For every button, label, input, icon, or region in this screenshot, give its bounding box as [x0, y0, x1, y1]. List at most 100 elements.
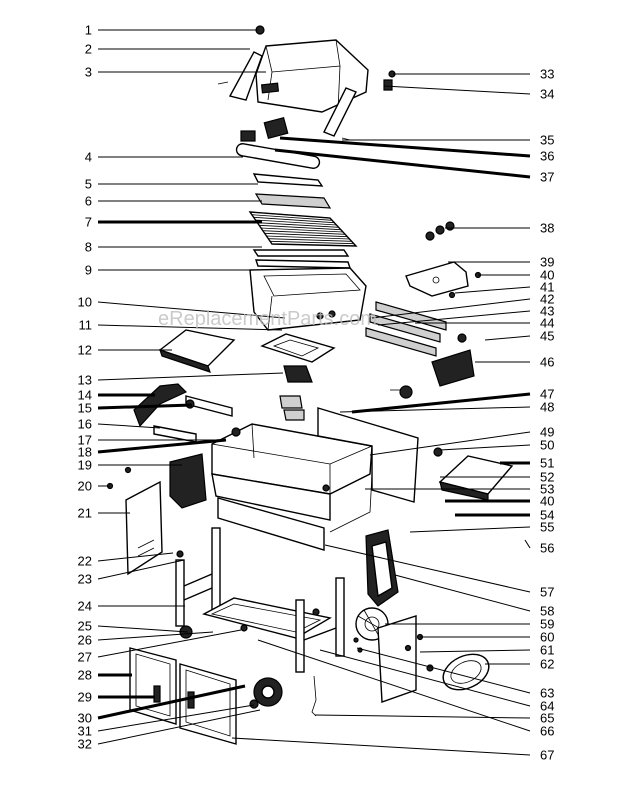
callout-leader-47	[339, 406, 531, 413]
bracket-assembly	[240, 116, 289, 142]
callout-number-62: 62	[540, 657, 554, 672]
callout-number-67: 67	[540, 748, 554, 763]
callout-number-46: 47	[540, 387, 554, 402]
callout-number-29: 30	[78, 711, 92, 726]
callout-number-61: 61	[540, 643, 554, 658]
callout-leader-35	[279, 136, 531, 158]
front-panel	[217, 497, 325, 551]
callout-leader-56	[524, 539, 531, 549]
callout-leader-49	[439, 444, 531, 451]
callout-number-58: 58	[540, 604, 554, 619]
callout-number-5: 6	[85, 194, 92, 209]
callout-number-28: 29	[78, 690, 92, 705]
callout-number-54: 54	[540, 508, 554, 523]
callout-leader-10	[97, 324, 283, 331]
callout-number-19: 20	[78, 479, 92, 494]
callout-number-43: 44	[540, 316, 554, 331]
callout-number-65: 65	[540, 711, 554, 726]
callout-number-50: 51	[540, 456, 554, 471]
callout-leader-9	[97, 301, 286, 319]
callout-number-7: 8	[85, 240, 92, 255]
callout-number-17: 18	[78, 445, 92, 460]
callout-number-60: 60	[540, 630, 554, 645]
callout-number-10: 11	[79, 318, 93, 333]
callout-leader-26	[97, 629, 242, 658]
callout-number-27: 28	[78, 668, 92, 683]
callout-number-6: 7	[85, 215, 92, 230]
callout-number-18: 19	[78, 458, 92, 473]
callout-number-14: 15	[78, 401, 92, 416]
callout-number-47: 48	[540, 400, 554, 415]
callout-leader-15	[97, 423, 161, 429]
cooking-grate	[248, 211, 358, 247]
callout-leader-17	[97, 438, 227, 454]
leg-frame	[175, 527, 221, 639]
callout-number-4: 5	[85, 177, 92, 192]
callout-number-13: 14	[78, 388, 92, 403]
callout-leader-36	[274, 148, 531, 179]
callout-number-37: 38	[540, 221, 554, 236]
igniter-wire	[311, 675, 317, 717]
callout-number-64: 64	[540, 699, 554, 714]
callout-number-22: 23	[78, 572, 92, 587]
callout-number-35: 36	[540, 149, 554, 164]
callout-leader-67	[231, 737, 531, 756]
callout-number-21: 22	[78, 554, 92, 569]
callout-number-66: 66	[540, 724, 554, 739]
callout-number-41: 42	[540, 292, 554, 307]
callout-number-23: 24	[78, 599, 92, 614]
callout-number-51: 52	[540, 470, 554, 485]
handle-assemblies	[133, 383, 233, 443]
callout-number-52: 53	[540, 482, 554, 497]
callout-number-42: 43	[540, 304, 554, 319]
callout-number-11: 12	[78, 343, 92, 358]
callout-leader-55	[409, 526, 531, 533]
callout-leader-66	[257, 639, 531, 732]
right-leg-frame	[295, 577, 345, 673]
callout-number-53: 40	[540, 494, 554, 509]
callout-number-55: 55	[540, 520, 554, 535]
callout-number-34: 35	[540, 133, 554, 148]
callout-number-56: 56	[540, 541, 554, 556]
callout-leader-40	[454, 286, 531, 294]
callout-leader-22	[97, 559, 185, 580]
cart-frame	[211, 423, 373, 533]
warming-rack	[252, 173, 332, 209]
callout-labels: 1234567891011121314151617181920212223242…	[78, 23, 555, 763]
callout-leader-25	[97, 631, 214, 641]
callout-leader-65	[314, 714, 531, 719]
callout-number-39: 40	[540, 268, 554, 283]
cookbox	[249, 267, 367, 331]
callout-number-15: 16	[78, 417, 92, 432]
callout-leader-33	[383, 85, 531, 95]
watermark: eReplacementParts.com	[158, 308, 377, 330]
callout-number-44: 45	[540, 329, 554, 344]
callout-leader-24	[97, 625, 189, 633]
callout-leader-30	[97, 704, 255, 732]
callout-leader-21	[97, 552, 174, 562]
left-side-panel	[106, 466, 163, 576]
tank-hook-left	[169, 453, 207, 509]
callout-number-57: 57	[540, 585, 554, 600]
callout-number-31: 32	[78, 737, 92, 752]
callout-leader-29	[97, 684, 246, 720]
callout-leader-46	[351, 392, 531, 414]
callout-number-16: 17	[78, 433, 92, 448]
catch-pan	[260, 333, 336, 421]
callout-number-26: 27	[78, 650, 92, 665]
flavorizer-bars	[252, 249, 351, 269]
callout-leaders	[97, 29, 531, 756]
callout-leader-31	[97, 709, 261, 745]
callout-number-30: 31	[78, 724, 92, 739]
callout-number-3: 4	[85, 150, 92, 165]
callout-number-9: 10	[78, 295, 92, 310]
callout-leader-61	[419, 649, 531, 653]
callout-number-24: 25	[78, 619, 92, 634]
callout-number-33: 34	[540, 87, 554, 102]
callout-number-63: 63	[540, 686, 554, 701]
lid-assembly	[217, 25, 396, 141]
callout-number-1: 2	[85, 42, 92, 57]
callout-number-32: 33	[540, 67, 554, 82]
